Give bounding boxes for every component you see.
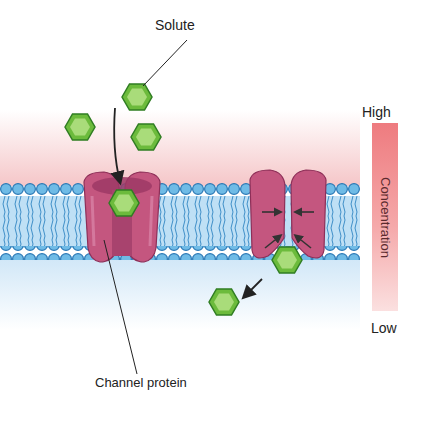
bar-label: Concentration xyxy=(372,123,398,311)
concentration-bar: Concentration xyxy=(372,123,398,311)
channel-protein-label: Channel protein xyxy=(95,375,187,390)
solute-label: Solute xyxy=(155,17,195,33)
high-label: High xyxy=(362,104,391,120)
low-label: Low xyxy=(371,320,397,336)
